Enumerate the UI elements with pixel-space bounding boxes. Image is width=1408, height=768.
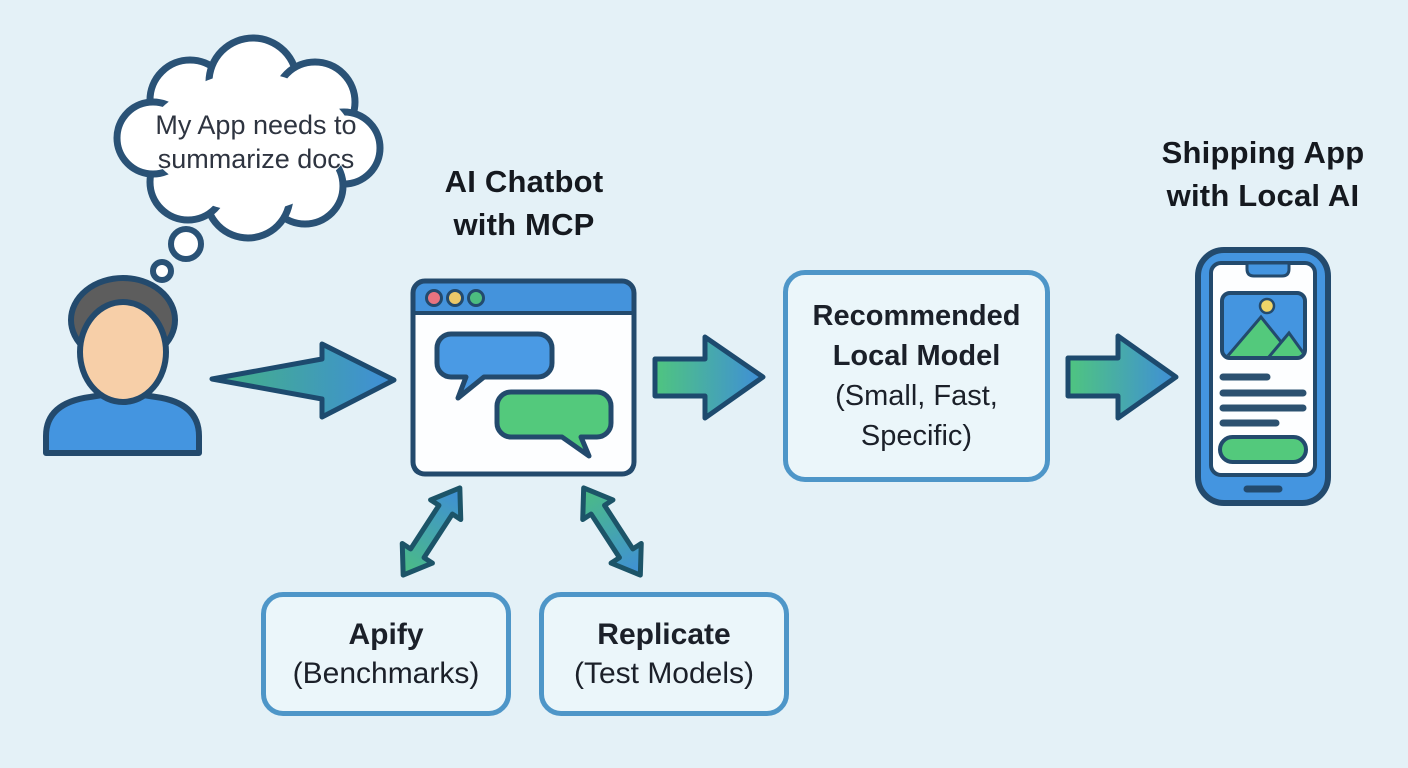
person-face [77,299,169,405]
replicate-box: Replicate (Test Models) [539,592,789,716]
thought-bubble-text: My App needs to summarize docs [136,108,376,176]
photo-mountain-small [1264,330,1303,356]
thought-line-1: My App needs to [155,110,357,140]
thought-trail-dot-large [168,226,204,262]
apify-title: Apify [348,618,424,651]
phone-icon [1195,247,1331,506]
apify-subtitle: (Benchmarks) [292,657,480,690]
replicate-subtitle: (Test Models) [573,657,755,690]
recommended-line-1: Recommended [812,300,1021,332]
flow-arrow-person-to-chatbot [209,341,397,420]
chatbot-label-line-1: AI Chatbot [444,164,604,199]
person-icon [43,275,202,456]
shipping-label-line-1: Shipping App [1161,135,1365,170]
chatbot-node-label: AI Chatbot with MCP [398,160,650,246]
recommended-line-4: Specific) [860,420,973,452]
app-text-lines [1219,373,1307,427]
window-dot-red [425,289,443,307]
chat-bubble-green [494,389,614,459]
chat-window-icon [410,278,637,477]
chatbot-label-line-2: with MCP [453,207,595,242]
shipping-label-line-2: with Local AI [1166,178,1360,213]
thought-line-2: summarize docs [157,144,355,174]
flow-arrow-model-to-app [1065,333,1179,421]
replicate-title: Replicate [597,618,731,651]
flow-arrow-chatbot-to-model [652,334,766,421]
photo-sun [1258,297,1276,315]
window-dot-yellow [446,289,464,307]
double-arrow-chatbot-apify [399,485,464,578]
recommended-model-box: Recommended Local Model (Small, Fast, Sp… [783,270,1050,482]
app-action-button [1218,435,1308,464]
recommended-line-3: (Small, Fast, [835,380,998,412]
apify-box: Apify (Benchmarks) [261,592,511,716]
shipping-node-label: Shipping App with Local AI [1137,131,1389,217]
chat-bubble-blue [434,331,555,401]
double-arrow-chatbot-replicate [580,485,644,578]
thought-bubble-icon [113,34,384,283]
recommended-line-2: Local Model [832,340,1001,372]
phone-notch [1245,261,1291,278]
window-dot-green [467,289,485,307]
thought-trail-dot-small [150,259,174,283]
